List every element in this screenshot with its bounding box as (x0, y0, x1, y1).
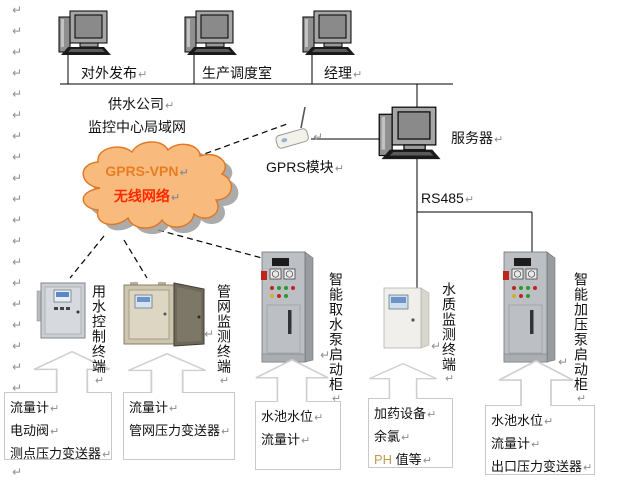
paragraph-mark: ↵ (12, 213, 23, 227)
sensor-box-intake: 水池水位↵ 流量计↵ (255, 401, 341, 470)
gprs-module-icon (275, 106, 309, 149)
paragraph-mark: ↵ (12, 339, 23, 353)
sensor-line: PH 值等↵ (374, 452, 432, 467)
cabinet-pipe-network-monitor (123, 281, 205, 347)
label-water-company: 供水公司↵ (108, 96, 175, 112)
paragraph-mark: ↵ (12, 3, 23, 17)
sensor-box-pipe-network: 流量计↵ 管网压力变送器↵ (123, 392, 235, 460)
paragraph-mark: ↵ (12, 234, 23, 248)
sensor-line: 测点压力变送器↵ (10, 446, 112, 461)
pc-icon-manager (302, 10, 356, 56)
sensor-line: 流量计↵ (261, 432, 311, 447)
paragraph-mark: ↵ (12, 87, 23, 101)
label-pipe-monitor-terminal: 管网监测终端↵ (216, 284, 232, 387)
cloud-label-wireless: 无线网络↵ (113, 188, 181, 204)
sensor-box-water-use: 流量计↵ 电动阀↵ 测点压力变送器↵ (4, 392, 112, 461)
paragraph-mark: ↵ (12, 276, 23, 290)
paragraph-mark: ↵ (313, 130, 324, 144)
sensor-line: 余氯↵ (374, 429, 411, 444)
label-monitoring-center-lan: 监控中心局域网 (88, 119, 186, 135)
server-icon (378, 106, 442, 160)
sensor-line: 加药设备↵ (374, 406, 437, 421)
paragraph-mark: ↵ (12, 297, 23, 311)
cloud-label-gprs-vpn: GPRS-VPN↵ (105, 163, 189, 179)
paragraph-mark: ↵ (431, 339, 442, 353)
label-gprs-module: GPRS模块↵ (266, 159, 344, 175)
paragraph-mark: ↵ (320, 348, 331, 362)
label-booster-pump-cabinet: 智能加压泵启动柜↵ (573, 272, 589, 405)
sensor-box-dosing: 加药设备↵ 余氯↵ PH 值等↵ (368, 398, 453, 468)
sensor-box-booster: 水池水位↵ 流量计↵ 出口压力变送器↵ (485, 405, 595, 475)
paragraph-mark: ↵ (558, 355, 569, 369)
label-external-publish: 对外发布↵ (81, 65, 148, 81)
paragraph-mark: ↵ (12, 45, 23, 59)
sensor-line: 电动阀↵ (10, 423, 60, 438)
paragraph-mark: ↵ (12, 129, 23, 143)
paragraph-mark: ↵ (12, 360, 23, 374)
paragraph-mark: ↵ (12, 192, 23, 206)
paragraph-mark: ↵ (204, 327, 215, 341)
paragraph-mark: ↵ (12, 66, 23, 80)
sensor-line: 流量计↵ (10, 400, 60, 415)
sensor-line: 水池水位↵ (491, 413, 554, 428)
cabinet-intake-pump-starter (260, 251, 314, 363)
up-arrows (33, 351, 574, 406)
paragraph-mark: ↵ (12, 108, 23, 122)
label-water-use-terminal: 用水控制终端↵ (91, 284, 107, 387)
label-manager: 经理↵ (324, 65, 363, 81)
sensor-line: 出口压力变送器↵ (491, 459, 593, 474)
sensor-line: 流量计↵ (129, 400, 179, 415)
label-water-quality-terminal: 水质监测终端↵ (441, 282, 457, 385)
paragraph-mark: ↵ (12, 255, 23, 269)
label-intake-pump-cabinet: 智能取水泵启动柜↵ (328, 272, 344, 405)
pc-icon-publish (58, 10, 112, 56)
paragraph-mark: ↵ (12, 318, 23, 332)
paragraph-mark: ↵ (12, 24, 23, 38)
cabinet-water-use-control (36, 282, 86, 339)
label-dispatch-room: 生产调度室 (202, 65, 272, 81)
cabinet-booster-pump-starter (502, 251, 556, 363)
cabinet-water-quality-monitor (383, 287, 430, 349)
paragraph-mark: ↵ (12, 171, 23, 185)
paragraph-mark: ↵ (12, 381, 23, 395)
paragraph-mark: ↵ (12, 465, 23, 479)
pc-icon-dispatch (184, 10, 238, 56)
sensor-line: 管网压力变送器↵ (129, 423, 231, 438)
sensor-line: 水池水位↵ (261, 409, 324, 424)
paragraph-mark: ↵ (12, 150, 23, 164)
label-rs485: RS485↵ (421, 190, 475, 206)
sensor-line: 流量计↵ (491, 436, 541, 451)
label-server: 服务器↵ (451, 130, 504, 146)
